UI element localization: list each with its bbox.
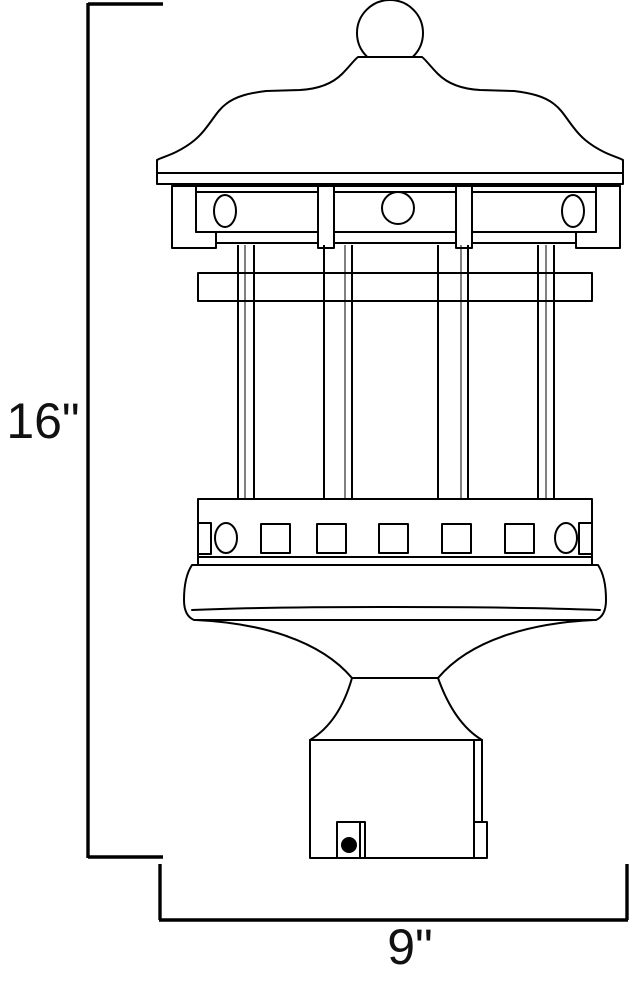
roof-drip-edge [156,172,624,185]
lower-band-square-4 [441,523,472,554]
set-screw-plate-edge [359,821,366,859]
roof-vent-ellipse-right [561,194,585,228]
set-screw-dot-icon [341,837,357,853]
flared-base-skirt [183,564,607,621]
dimension-lines [86,2,629,922]
width-dimension-label: 9" [387,919,433,975]
base-skirt-reveal [191,606,601,611]
fixture-body [156,0,624,859]
lower-band-square-2 [316,523,347,554]
roof-band-mullion-left [317,185,335,249]
height-dimension-label: 16" [6,393,80,449]
post-mount-box [309,739,483,859]
roof-band-mullion-right [455,185,473,249]
glass-cage-bars [237,245,555,499]
neck-to-box-flare [309,677,483,741]
lower-band-ellipse-left [214,522,238,554]
roof-vent-ellipse-left [213,194,237,228]
mount-box-tab-right [473,821,488,859]
glass-cage-inner-bars [244,245,547,499]
upper-rail-band [197,272,593,302]
lower-band-notch-left [197,522,212,555]
lower-band-square-3 [378,523,409,554]
lower-band-square-5 [504,523,535,554]
roof-vent-circle-center [381,191,415,225]
lower-band-ellipse-right [554,522,578,554]
dome-roof-cap [156,56,624,174]
lower-band-square-1 [260,523,291,554]
lower-band-notch-right [578,522,593,555]
